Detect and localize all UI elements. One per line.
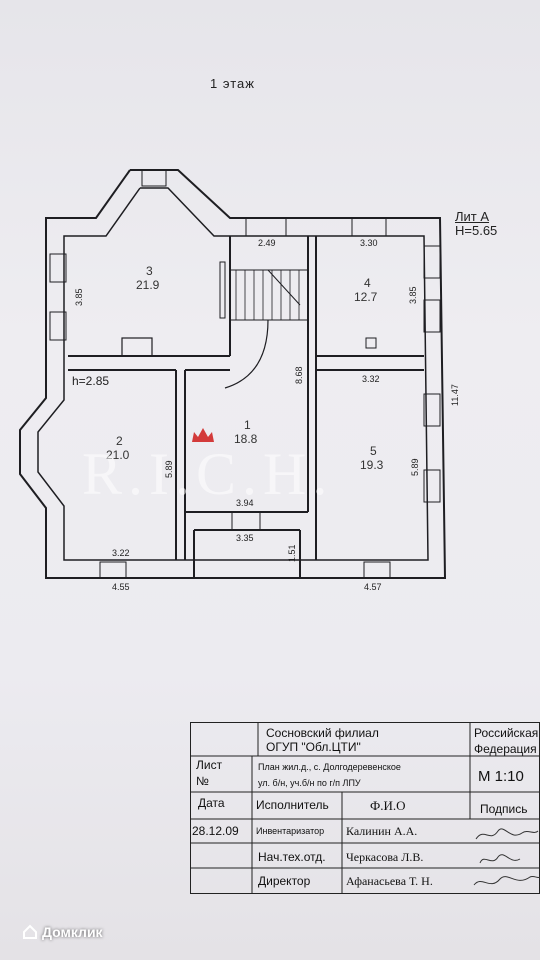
dim-3-94: 3.94 [236, 498, 254, 508]
head-name: Черкасова Л.В. [346, 850, 424, 864]
sheet-number-label: № [196, 774, 209, 788]
inventory-label: Инвентаризатор [256, 826, 325, 836]
room-2-area: 21.0 [106, 448, 130, 462]
executor-label: Исполнитель [256, 798, 329, 812]
room-1-area: 18.8 [234, 432, 258, 446]
description-line-2: ул. б/н, уч.б/н по г/п ЛПУ [258, 778, 361, 788]
title-block: Сосновский филиал ОГУП "Обл.ЦТИ" Российс… [190, 722, 540, 894]
country-line-1: Российская [474, 726, 539, 740]
floor-plan-drawing [19, 169, 447, 579]
director-name: Афанасьева Т. Н. [346, 874, 433, 888]
scale-label: М 1:10 [478, 768, 524, 785]
fio-label: Ф.И.О [370, 798, 406, 813]
brand-logo: Домклик [22, 924, 103, 940]
room2-height-label: h=2.85 [72, 374, 110, 388]
brand-name: Домклик [42, 924, 103, 940]
inventory-name: Калинин А.А. [346, 824, 418, 838]
dim-5-89-right: 5.89 [410, 458, 420, 476]
dim-3-85-right: 3.85 [408, 286, 418, 304]
room-2-number: 2 [116, 434, 123, 448]
room-4-area: 12.7 [354, 290, 378, 304]
dim-11-47: 11.47 [450, 384, 460, 406]
dim-8-68: 8.68 [294, 366, 304, 384]
description-line-1: План жил.д., с. Долгодеревенское [258, 762, 401, 772]
dim-2-49: 2.49 [258, 238, 276, 248]
lit-label: Лит А [455, 209, 490, 224]
director-label: Директор [258, 874, 311, 888]
brand-house-icon [23, 924, 37, 939]
date-label: Дата [198, 796, 225, 810]
signature-label: Подпись [480, 802, 528, 816]
signatures [473, 828, 540, 886]
dim-3-30: 3.30 [360, 238, 378, 248]
height-label: H=5.65 [455, 223, 498, 238]
room-5-area: 19.3 [360, 458, 384, 472]
org-line-1: Сосновский филиал [266, 726, 379, 740]
floor-title: 1 этаж [210, 76, 255, 91]
dim-3-32: 3.32 [362, 374, 380, 384]
dim-4-55: 4.55 [112, 582, 130, 592]
dim-3-22: 3.22 [112, 548, 130, 558]
room-3-number: 3 [146, 264, 153, 278]
org-line-2: ОГУП "Обл.ЦТИ" [266, 740, 361, 754]
head-label: Нач.тех.отд. [258, 850, 326, 864]
watermark-crown-icon [192, 428, 214, 442]
room-1-number: 1 [244, 418, 251, 432]
dim-3-85-left: 3.85 [74, 288, 84, 306]
dim-3-35: 3.35 [236, 533, 254, 543]
room-4-number: 4 [364, 276, 371, 290]
room-5-number: 5 [370, 444, 377, 458]
date-value: 28.12.09 [192, 824, 239, 838]
country-line-2: Федерация [474, 742, 537, 756]
dim-1-51: 1.51 [287, 544, 297, 562]
sheet-label: Лист [196, 758, 223, 772]
building-letter-label: Лит А H=5.65 [455, 210, 497, 238]
room-3-area: 21.9 [136, 278, 160, 292]
watermark-text: R.I.C.H. [82, 441, 334, 507]
dim-4-57: 4.57 [364, 582, 382, 592]
